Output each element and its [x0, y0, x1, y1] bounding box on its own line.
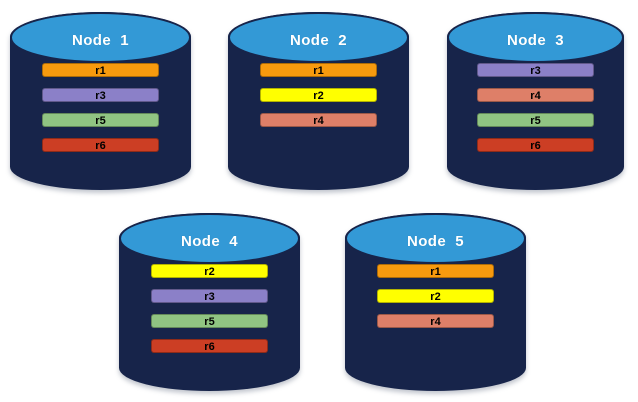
database-node-2[interactable]: Node 2 r1 r2 r4 [228, 12, 409, 190]
shard-bar[interactable]: r2 [151, 264, 268, 278]
node-label: Node 5 [407, 233, 464, 250]
shard-bar[interactable]: r5 [151, 314, 268, 328]
shard-bar[interactable]: r3 [477, 63, 594, 77]
shard-stack: r1 r2 r4 [228, 63, 409, 127]
shard-bar[interactable]: r3 [42, 88, 159, 102]
shard-stack: r1 r3 r5 r6 [10, 63, 191, 152]
cylinder-top-ellipse [10, 12, 191, 63]
database-node-1[interactable]: Node 1 r1 r3 r5 r6 [10, 12, 191, 190]
shard-bar[interactable]: r1 [42, 63, 159, 77]
shard-bar[interactable]: r1 [260, 63, 377, 77]
shard-bar[interactable]: r4 [377, 314, 494, 328]
shard-bar[interactable]: r6 [42, 138, 159, 152]
node-label: Node 3 [507, 32, 564, 49]
shard-bar[interactable]: r1 [377, 264, 494, 278]
shard-bar[interactable]: r4 [477, 88, 594, 102]
shard-stack: r1 r2 r4 [345, 264, 526, 328]
shard-bar[interactable]: r3 [151, 289, 268, 303]
cylinder-top-ellipse [119, 213, 300, 264]
shard-stack: r2 r3 r5 r6 [119, 264, 300, 353]
shard-bar[interactable]: r2 [260, 88, 377, 102]
database-node-5[interactable]: Node 5 r1 r2 r4 [345, 213, 526, 391]
shard-bar[interactable]: r5 [42, 113, 159, 127]
shard-bar[interactable]: r6 [477, 138, 594, 152]
node-label: Node 1 [72, 32, 129, 49]
node-label: Node 4 [181, 233, 238, 250]
shard-bar[interactable]: r4 [260, 113, 377, 127]
shard-stack: r3 r4 r5 r6 [447, 63, 624, 152]
database-node-4[interactable]: Node 4 r2 r3 r5 r6 [119, 213, 300, 391]
shard-bar[interactable]: r2 [377, 289, 494, 303]
cylinder-top-ellipse [447, 12, 624, 63]
node-label: Node 2 [290, 32, 347, 49]
cylinder-top-ellipse [228, 12, 409, 63]
cylinder-top-ellipse [345, 213, 526, 264]
shard-bar[interactable]: r5 [477, 113, 594, 127]
database-node-3[interactable]: Node 3 r3 r4 r5 r6 [447, 12, 624, 190]
shard-bar[interactable]: r6 [151, 339, 268, 353]
